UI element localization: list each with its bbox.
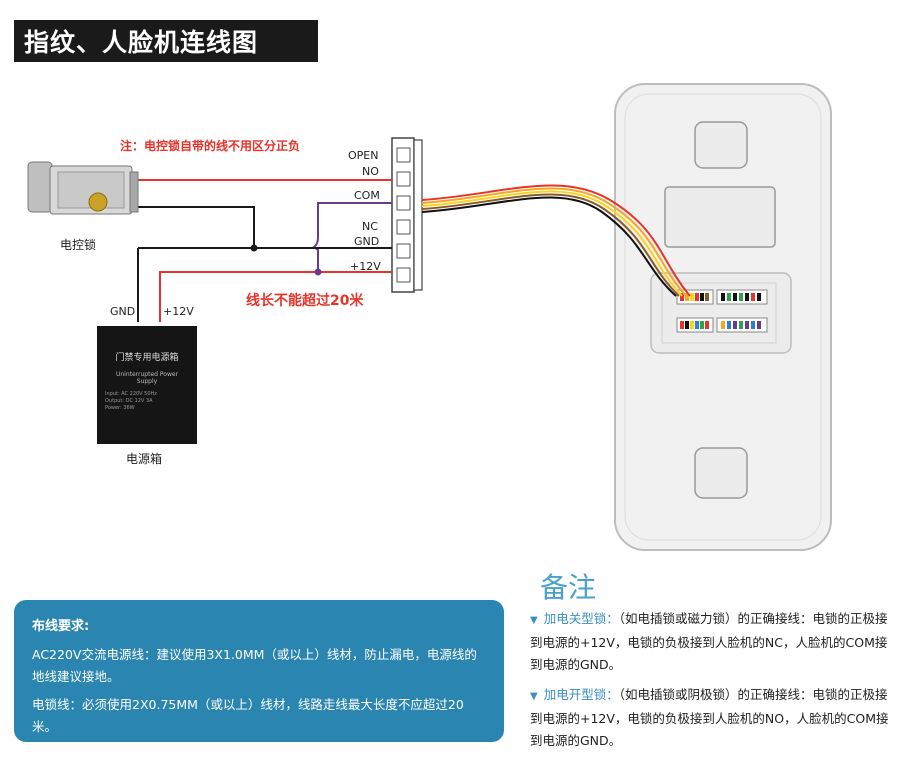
remark-item-power-to-lock: ▼ 加电关型锁：（如电插锁或磁力锁）的正确接线：电锁的正极接到电源的+12V，电锁… bbox=[530, 608, 890, 676]
display-window bbox=[664, 186, 776, 248]
power-supply-box: 门禁专用电源箱 Uninterrupted Power Supply Input… bbox=[97, 326, 197, 444]
face-device bbox=[614, 83, 832, 551]
psu-brand-text: 门禁专用电源箱 bbox=[115, 353, 179, 363]
bottom-sensor-icon bbox=[694, 447, 748, 499]
lock-label: 电控锁 bbox=[60, 238, 97, 252]
terminal-block bbox=[391, 137, 423, 293]
psu-12v-label: +12V bbox=[163, 305, 194, 318]
remark-2-text: （如电插锁或阴极锁）的正确接线：电锁的正极接到电源的+12V，电锁的负极接到人脸… bbox=[530, 687, 889, 748]
junction-dot bbox=[250, 244, 258, 252]
terminal-gnd: GND bbox=[354, 235, 380, 248]
com-purple-wire bbox=[312, 202, 392, 272]
remarks-title: 备注 bbox=[540, 571, 597, 604]
remark-1-text: （如电插锁或磁力锁）的正确接线：电锁的正极接到电源的+12V，电锁的负极接到人脸… bbox=[530, 611, 888, 672]
terminal-open: OPEN bbox=[348, 149, 379, 162]
triangle-down-icon: ▼ bbox=[530, 691, 538, 702]
triangle-down-icon: ▼ bbox=[530, 615, 538, 626]
top-sensor-icon bbox=[694, 121, 748, 169]
terminal-com: COM bbox=[354, 189, 380, 202]
length-note: 线长不能超过20米 bbox=[246, 293, 364, 309]
requirement-power-line: AC220V交流电源线：建议使用3X1.0MM（或以上）线材，防止漏电，电源线的… bbox=[32, 647, 477, 684]
connector-pins-top bbox=[680, 293, 761, 301]
page-title: 指纹、人脸机连线图 bbox=[14, 20, 318, 62]
psu-spec-3: Power: 36W bbox=[105, 405, 135, 411]
psu-gnd-label: GND bbox=[110, 305, 136, 318]
electric-lock-icon bbox=[27, 161, 139, 215]
terminal-no: NO bbox=[362, 165, 379, 178]
connector-pins-bottom bbox=[680, 321, 761, 329]
psu-spec-1: Input: AC 220V 50Hz bbox=[105, 391, 157, 397]
terminal-12v: +12V bbox=[350, 260, 381, 273]
remark-1-key: 加电关型锁： bbox=[543, 611, 619, 626]
junction-dot-purple bbox=[314, 268, 322, 276]
remark-2-key: 加电开型锁： bbox=[543, 687, 619, 702]
psu-spec: Input: AC 220V 50Hz Output: DC 12V 3A Po… bbox=[105, 391, 189, 412]
cable-bundle bbox=[421, 184, 691, 297]
psu-label: 电源箱 bbox=[126, 452, 163, 466]
requirements-title: 布线要求: bbox=[32, 619, 90, 634]
wiring-requirements-panel: 布线要求: AC220V交流电源线：建议使用3X1.0MM（或以上）线材，防止漏… bbox=[14, 600, 504, 742]
lock-black-wire bbox=[138, 206, 255, 248]
psu-model-text: Uninterrupted Power Supply bbox=[115, 371, 179, 385]
remark-item-power-to-open: ▼ 加电开型锁：（如电插锁或阴极锁）的正确接线：电锁的正极接到电源的+12V，电锁… bbox=[530, 684, 890, 752]
terminal-nc: NC bbox=[362, 220, 378, 233]
psu-spec-2: Output: DC 12V 3A bbox=[105, 398, 153, 404]
wire-polarity-note: 注：电控锁自带的线不用区分正负 bbox=[120, 139, 301, 153]
requirement-lock-line: 电锁线：必须使用2X0.75MM（或以上）线材，线路走线最大长度不应超过20米。 bbox=[32, 697, 464, 734]
